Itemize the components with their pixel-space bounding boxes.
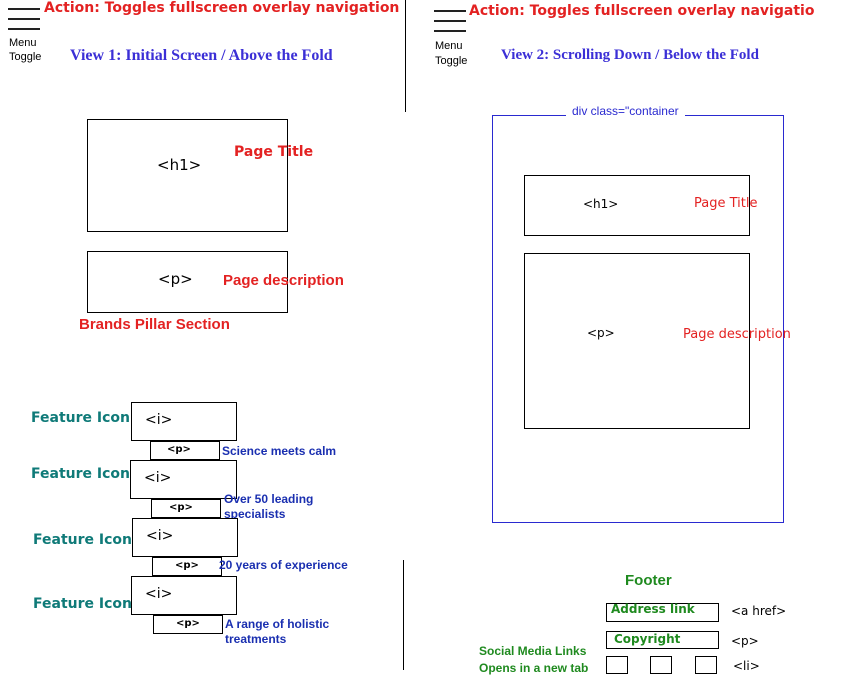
- feature-p-tag: <p>: [175, 560, 199, 571]
- feature-icon-label: Feature Icon: [33, 532, 132, 548]
- feature-icon-box: [131, 402, 237, 441]
- social-link-box[interactable]: [650, 656, 672, 674]
- view2-left-divider: [403, 560, 404, 670]
- feature-icon-tag: <i>: [145, 586, 173, 602]
- view1-h1-box: [87, 119, 288, 232]
- social-media-label: Social Media Links Opens in a new tab: [479, 644, 589, 675]
- feature-icon-tag: <i>: [144, 470, 172, 486]
- view2-h1-box: [524, 175, 750, 236]
- view2-h1-tag: <h1>: [583, 197, 619, 211]
- view2-page-description-note: Page description: [683, 327, 791, 342]
- feature-icon-label: Feature Icon: [33, 596, 132, 612]
- view2-action-note: Action: Toggles fullscreen overlay navig…: [469, 3, 815, 19]
- view2-p-tag: <p>: [587, 326, 615, 340]
- feature-p-box: [153, 615, 223, 634]
- feature-icon-tag: <i>: [146, 528, 174, 544]
- feature-p-box: [150, 441, 220, 460]
- view1-hamburger-icon[interactable]: [8, 8, 40, 32]
- view2-hamburger-icon[interactable]: [434, 10, 466, 34]
- container-label: div class="container: [566, 104, 685, 118]
- feature-p-box: [152, 557, 222, 576]
- li-tag: <li>: [733, 659, 760, 673]
- feature-p-tag: <p>: [167, 444, 191, 455]
- social-link-box[interactable]: [606, 656, 628, 674]
- view1-page-description-note: Page description: [223, 272, 344, 289]
- feature-icon-label: Feature Icon: [31, 466, 130, 482]
- view2-p-box: [524, 253, 750, 429]
- feature-text: 20 years of experience: [219, 558, 348, 572]
- social-link-box[interactable]: [695, 656, 717, 674]
- copyright-p-tag: <p>: [731, 634, 759, 648]
- feature-p-tag: <p>: [176, 618, 200, 629]
- feature-icon-box: [132, 518, 238, 557]
- address-link-box[interactable]: [606, 603, 719, 622]
- view1-menu-label: Menu Toggle: [9, 37, 42, 63]
- view1-right-divider: [405, 0, 406, 112]
- feature-p-box: [151, 499, 221, 518]
- feature-icon-tag: <i>: [145, 412, 173, 428]
- footer-title: Footer: [625, 572, 672, 589]
- copyright-box: [606, 631, 719, 649]
- view2-title: View 2: Scrolling Down / Below the Fold: [501, 47, 759, 63]
- view1-page-title-note: Page Title: [234, 144, 314, 160]
- view2-page-title-note: Page Title: [694, 196, 758, 211]
- view1-title: View 1: Initial Screen / Above the Fold: [70, 47, 333, 64]
- feature-icon-box: [131, 576, 237, 615]
- view1-p-tag: <p>: [158, 270, 193, 288]
- feature-icon-label: Feature Icon: [31, 410, 130, 426]
- view2-menu-label: Menu Toggle: [435, 40, 468, 67]
- view1-h1-tag: <h1>: [157, 156, 202, 174]
- view1-p-box: [87, 251, 288, 313]
- feature-text: Science meets calm: [222, 444, 337, 458]
- feature-icon-box: [130, 460, 237, 499]
- view1-action-note: Action: Toggles fullscreen overlay navig…: [44, 0, 400, 16]
- feature-p-tag: <p>: [169, 502, 193, 513]
- address-link-label: Address link: [611, 602, 695, 616]
- view1-brands-pillar-label: Brands Pillar Section: [79, 316, 230, 333]
- a-href-tag: <a href>: [731, 604, 787, 618]
- copyright-label: Copyright: [614, 632, 681, 646]
